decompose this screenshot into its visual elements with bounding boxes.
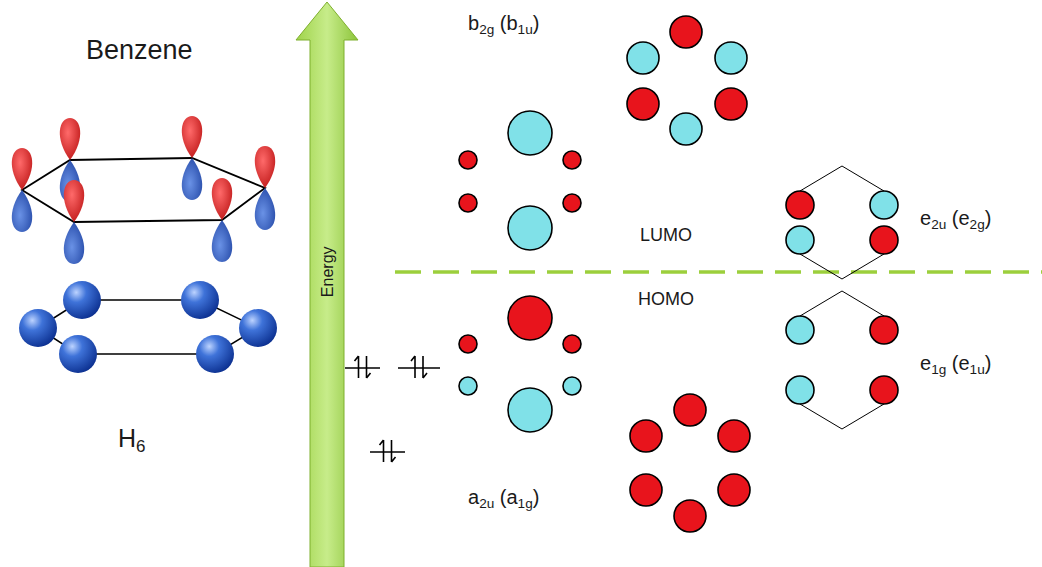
ao-coefficient (674, 394, 706, 426)
mo-pictures (459, 16, 898, 532)
ao-coefficient (563, 151, 581, 169)
ao-coefficient (786, 376, 814, 404)
ao-coefficient (786, 191, 814, 219)
benzene-ring (22, 158, 265, 222)
lower-lobe (255, 188, 275, 230)
ao-coefficient (715, 88, 747, 120)
upper-lobe (255, 146, 275, 188)
electron-levels (345, 356, 440, 462)
axis-label: Energy (318, 247, 336, 298)
ao-coefficient (627, 88, 659, 120)
ao-coefficient (786, 226, 814, 254)
level-line (370, 451, 405, 453)
spin-down (367, 356, 371, 378)
h-sphere (59, 335, 97, 373)
lower-lobe (182, 158, 202, 200)
h-sphere (19, 309, 57, 347)
upper-lobe (212, 178, 232, 220)
upper-lobe (182, 116, 202, 158)
ao-coefficient (459, 151, 477, 169)
spin-down (423, 356, 427, 378)
ao-coefficient (630, 420, 662, 452)
symmetry-label: e2u (e2g) (920, 207, 991, 229)
ao-coefficient (786, 316, 814, 344)
orbital-label: LUMO (640, 226, 692, 246)
ao-coefficient (508, 296, 552, 340)
symmetry-label: b2g (b1u) (468, 12, 539, 34)
molecule-name: Benzene (86, 36, 193, 66)
ao-coefficient (459, 335, 477, 353)
orbital-label: HOMO (638, 290, 694, 310)
spin-down (392, 440, 396, 462)
ao-coefficient (670, 113, 702, 145)
ao-coefficient (630, 474, 662, 506)
ao-coefficient (870, 376, 898, 404)
ao-coefficient (715, 42, 747, 74)
spin-up (355, 356, 359, 378)
ao-coefficient (563, 194, 581, 212)
ao-coefficient (508, 111, 552, 155)
ao-coefficient (870, 316, 898, 344)
upper-lobe (60, 118, 80, 160)
gap-divider (395, 270, 1042, 274)
h-sphere (239, 309, 277, 347)
lower-lobe (12, 190, 32, 232)
molecule-name: H6 (118, 425, 146, 453)
ao-coefficient (674, 500, 706, 532)
ao-coefficient (459, 194, 477, 212)
ao-coefficient (563, 377, 581, 395)
ao-coefficient (508, 388, 552, 432)
level-line (398, 367, 440, 369)
level-line (345, 367, 380, 369)
ao-coefficient (627, 42, 659, 74)
ao-coefficient (670, 16, 702, 48)
hydrogen-spheres (19, 281, 277, 373)
energy-arrow (296, 2, 358, 567)
ao-coefficient (870, 191, 898, 219)
lower-lobe (64, 222, 84, 264)
ao-coefficient (563, 335, 581, 353)
upper-lobe (64, 180, 84, 222)
ao-coefficient (459, 377, 477, 395)
symmetry-label: a2u (a1g) (468, 486, 539, 508)
ao-coefficient (718, 420, 750, 452)
lower-lobe (212, 220, 232, 262)
upper-lobe (12, 148, 32, 190)
ring-frames (800, 166, 884, 429)
h-sphere (196, 335, 234, 373)
spin-up (380, 440, 384, 462)
h-sphere (63, 281, 101, 319)
h-sphere (181, 281, 219, 319)
ao-coefficient (508, 206, 552, 250)
ao-coefficient (870, 226, 898, 254)
spin-up (411, 356, 415, 378)
ao-coefficient (718, 474, 750, 506)
symmetry-label: e1g (e1u) (920, 352, 991, 374)
p-orbitals (12, 116, 275, 264)
